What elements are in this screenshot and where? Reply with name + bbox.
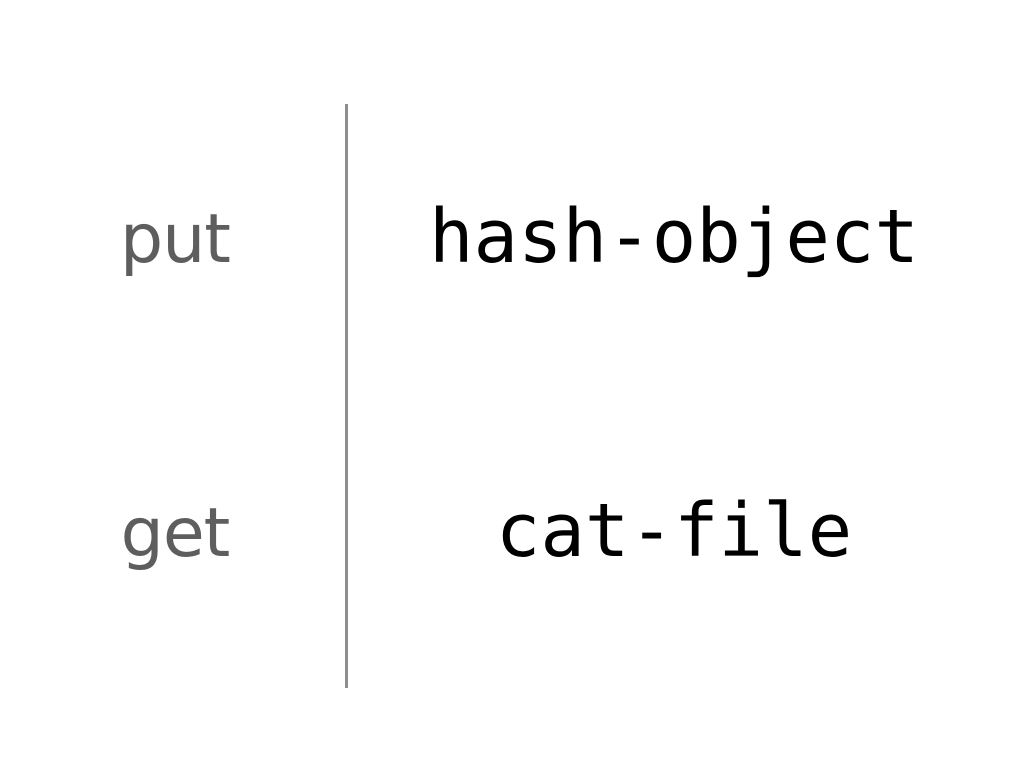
operation-label-get: get	[120, 494, 231, 573]
command-cat-file: cat-file	[495, 488, 853, 574]
operation-label-put: put	[120, 200, 231, 279]
vertical-divider	[345, 104, 348, 688]
command-hash-object: hash-object	[428, 194, 920, 280]
